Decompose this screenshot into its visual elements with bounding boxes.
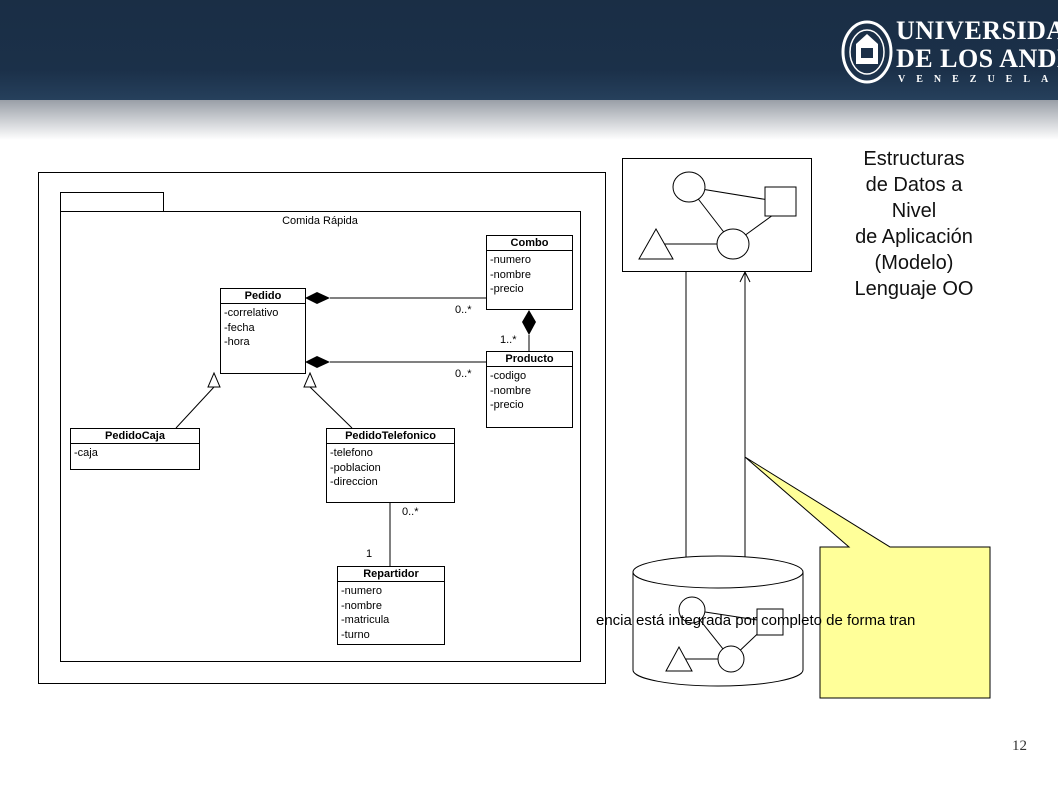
class-attributes: -caja — [71, 444, 199, 461]
multiplicity-telefonico-repartidor-one: 1 — [366, 548, 373, 560]
attribute: -fecha — [224, 321, 255, 334]
arrow-up-head — [739, 270, 751, 283]
attribute: -nombre — [490, 384, 531, 397]
callout-box — [744, 456, 991, 699]
attribute: -codigo — [490, 370, 527, 382]
attribute: -precio — [490, 399, 524, 411]
diamond-pedido-producto — [305, 356, 330, 368]
multiplicity-pedido-combo: 0..* — [455, 304, 472, 316]
multiplicity-pedido-producto: 0..* — [455, 368, 472, 380]
title-line: Estructuras — [863, 148, 965, 170]
class-pedido-telefonico: PedidoTelefonico -telefono -poblacion -d… — [326, 428, 455, 503]
class-attributes: -numero -nombre -matricula -turno — [338, 582, 444, 642]
db-square-node — [756, 608, 784, 636]
seal-icon — [841, 20, 893, 84]
title-line: de Aplicación — [855, 226, 973, 248]
class-attributes: -telefono -poblacion -direccion — [327, 444, 454, 490]
model-structure-graph — [638, 171, 797, 260]
class-producto: Producto -codigo -nombre -precio — [486, 351, 573, 428]
generalization-caja — [175, 386, 215, 429]
class-name: Repartidor — [338, 567, 444, 582]
logo-line-3: VENEZUELA — [898, 74, 1058, 85]
model-triangle-node — [638, 227, 674, 260]
class-name: Producto — [487, 352, 572, 367]
class-pedido: Pedido -correlativo -fecha -hora — [220, 288, 306, 374]
package-name: Comida Rápida — [282, 215, 358, 227]
class-repartidor: Repartidor -numero -nombre -matricula -t… — [337, 566, 445, 645]
page-number: 12 — [1012, 738, 1027, 754]
generalization-telefonico — [309, 386, 353, 429]
model-circle-node-1 — [672, 171, 706, 203]
triangle-caja — [207, 371, 221, 388]
slide-title: Estructuras de Datos a Nivel de Aplicaci… — [836, 146, 992, 302]
db-circle-node-2 — [717, 645, 745, 673]
class-name: PedidoTelefonico — [327, 429, 454, 444]
class-attributes: -numero -nombre -precio — [487, 251, 572, 297]
multiplicity-telefonico-repartidor-many: 0..* — [402, 506, 419, 518]
class-combo: Combo -numero -nombre -precio — [486, 235, 573, 310]
db-structure-graph — [665, 596, 784, 673]
diamond-pedido-combo — [305, 292, 330, 304]
class-pedido-caja: PedidoCaja -caja — [70, 428, 200, 470]
model-circle-node-2 — [716, 228, 750, 260]
package-tab — [60, 192, 164, 212]
db-triangle-node — [665, 645, 693, 672]
model-square-node — [764, 186, 797, 217]
attribute: -nombre — [490, 268, 531, 281]
class-attributes: -codigo -nombre -precio — [487, 367, 572, 413]
logo-line-2: DE LOS ANDES — [896, 44, 1058, 73]
class-name: Pedido — [221, 289, 305, 304]
attribute: -hora — [224, 336, 250, 348]
class-attributes: -correlativo -fecha -hora — [221, 304, 305, 350]
attribute: -precio — [490, 283, 524, 295]
callout-text: encia está integrada por completo de for… — [596, 612, 916, 629]
triangle-telefonico — [303, 371, 317, 388]
title-line: (Modelo) — [874, 252, 954, 274]
attribute: -numero — [490, 254, 531, 266]
attribute: -correlativo — [224, 307, 279, 319]
attribute: -numero — [341, 585, 382, 597]
attribute: -nombre — [341, 599, 382, 612]
attribute: -telefono — [330, 447, 373, 459]
attribute: -turno — [341, 628, 370, 641]
class-name: PedidoCaja — [71, 429, 199, 444]
title-line: Lenguaje OO — [854, 278, 974, 300]
model-structure-box — [622, 158, 812, 272]
attribute: -direccion — [330, 476, 378, 488]
attribute: -matricula — [341, 614, 390, 626]
diamond-combo-producto — [522, 310, 536, 335]
attribute: -poblacion — [330, 461, 381, 474]
attribute: -caja — [74, 447, 98, 459]
title-line: Nivel — [891, 200, 937, 222]
multiplicity-combo-producto: 1..* — [500, 334, 517, 346]
title-line: de Datos a — [865, 174, 963, 196]
class-name: Combo — [487, 236, 572, 251]
db-circle-node-1 — [678, 596, 706, 624]
header-shadow — [0, 100, 1058, 140]
